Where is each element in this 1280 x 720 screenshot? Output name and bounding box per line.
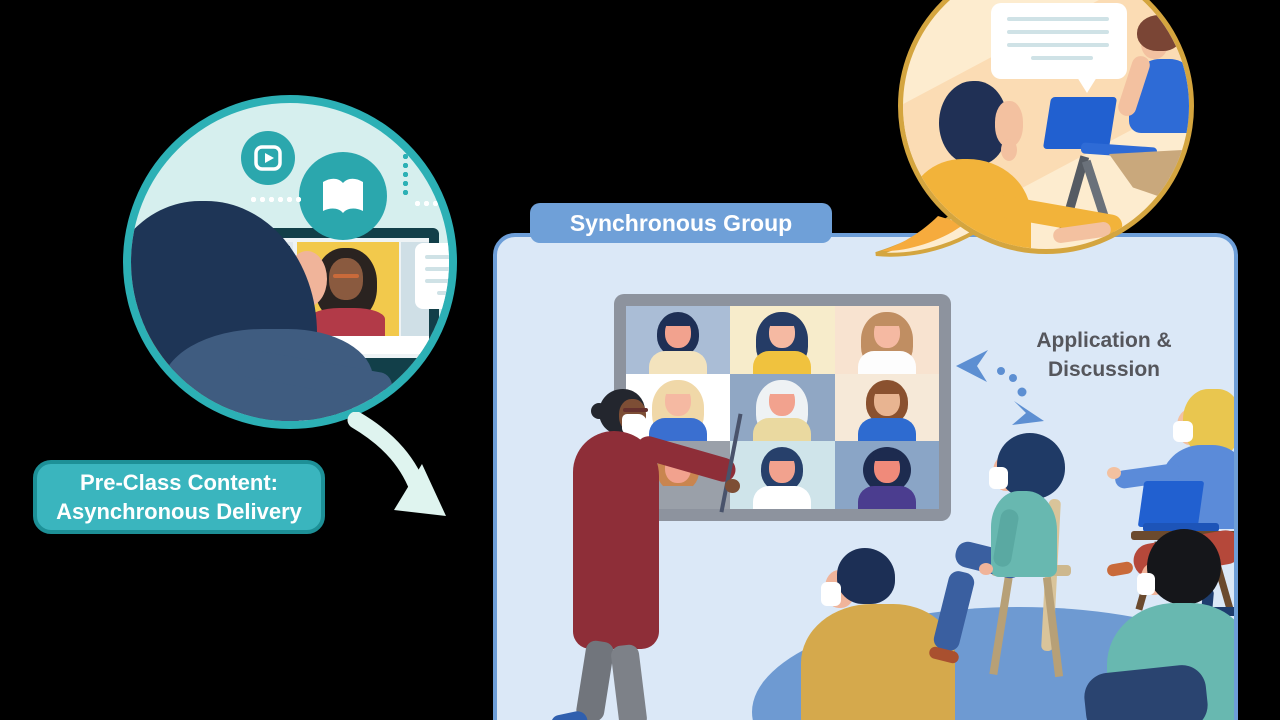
viewer-hand [387, 399, 405, 412]
participant-body [857, 485, 916, 509]
instructor-leg-left [574, 639, 616, 720]
annotation-line2: Discussion [1047, 358, 1161, 381]
bubble-text-line [425, 267, 449, 271]
synchronous-panel: Application & Discussion [493, 233, 1238, 720]
lecturer-shirt [309, 308, 385, 336]
participant-fringe [872, 450, 901, 462]
instructor-mask [622, 414, 647, 434]
stand-desk [1109, 149, 1189, 211]
pre-class-badge-line2: Asynchronous Delivery [56, 499, 302, 524]
peer-woman-hand [1001, 139, 1017, 161]
face-mask-icon [989, 467, 1008, 489]
participant-fringe [664, 315, 693, 326]
participant-fringe [872, 315, 901, 326]
bubble-text-line [437, 291, 449, 295]
flow-arrow-icon [347, 412, 446, 516]
instructor-leg-right [609, 643, 649, 720]
annotation-line1: Application & [1036, 329, 1172, 352]
bubble-text-line [1007, 43, 1109, 47]
student-shin [931, 569, 977, 653]
bubble-text-line [1007, 17, 1109, 21]
face-mask-icon [1173, 421, 1193, 442]
dots-decoration [413, 199, 449, 208]
pre-class-badge-line1: Pre-Class Content: [79, 470, 279, 495]
instructor [549, 387, 757, 720]
bubble-tail-small [1077, 77, 1097, 93]
dots-decoration [401, 143, 410, 197]
video-participant [730, 441, 835, 509]
participant-body [753, 485, 812, 509]
video-participant [730, 306, 835, 374]
dots-decoration [249, 195, 303, 204]
video-participant [834, 441, 939, 509]
participant-body [753, 418, 812, 442]
instructor-hand [725, 479, 740, 493]
student-hand [1107, 467, 1121, 479]
student-legs [1081, 662, 1211, 720]
video-participant [730, 373, 835, 442]
pre-class-circle [123, 95, 457, 429]
face-mask-icon [1137, 573, 1155, 595]
participant-body [857, 350, 916, 374]
student-teal-chair [927, 427, 1157, 697]
speech-bubble [415, 243, 449, 309]
open-book-icon [299, 152, 387, 240]
participant-fringe [768, 450, 797, 462]
video-participant [834, 306, 939, 374]
peer-discussion-bubble [898, 0, 1194, 254]
participant-body [649, 418, 708, 442]
participant-fringe [768, 315, 797, 326]
laptop-base [1143, 523, 1219, 532]
synchronous-group-badge: Synchronous Group [530, 203, 832, 243]
exchange-arrows-icon [956, 350, 1044, 425]
student-hair [837, 548, 895, 604]
participant-fringe [768, 382, 797, 394]
bubble-text-line [425, 279, 449, 283]
speech-bubble [991, 3, 1127, 93]
student-afro [1081, 527, 1234, 720]
student-hair [997, 433, 1065, 499]
participant-body [857, 418, 916, 442]
bubble-text-line [425, 255, 449, 259]
laptop-icon [1137, 481, 1205, 527]
play-video-icon [241, 131, 295, 185]
participant-body [649, 485, 708, 509]
synchronous-group-label: Synchronous Group [569, 209, 793, 236]
participant-body [649, 350, 708, 374]
student-hand [979, 563, 993, 575]
participant-body [753, 350, 812, 374]
participant-fringe [664, 382, 693, 394]
laptop-icon [1042, 97, 1118, 149]
face-mask-icon [821, 582, 841, 606]
student-hair [1147, 529, 1221, 605]
pre-class-badge: Pre-Class Content: Asynchronous Delivery [33, 460, 325, 534]
instructor-torso [573, 431, 659, 649]
lecturer-face [329, 258, 363, 300]
wooden-chair-leg [989, 576, 1013, 676]
participant-fringe [872, 382, 901, 394]
bubble-text-line [1031, 56, 1093, 60]
instructor-glasses [623, 408, 648, 412]
student-mustard [797, 542, 967, 720]
video-participant [626, 306, 731, 374]
bubble-text-line [1007, 30, 1109, 34]
peer-man-hair [1137, 15, 1181, 51]
lecturer-glasses [333, 274, 359, 278]
annotation-text: Application & Discussion [1004, 326, 1204, 384]
video-participant [834, 373, 939, 442]
student-body [801, 604, 955, 720]
